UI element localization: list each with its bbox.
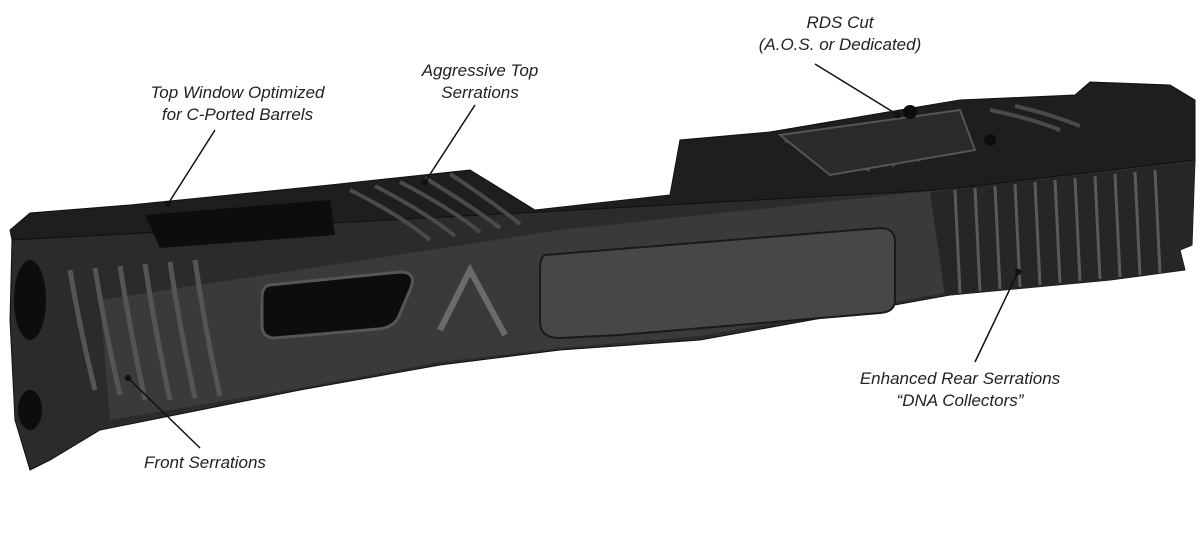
callout-top-window: Top Window Optimized for C-Ported Barrel… (100, 82, 375, 126)
recoil-spring-hole (18, 390, 42, 430)
leader-front-serrations (127, 377, 201, 449)
leader-aggressive-top (424, 104, 476, 183)
leader-rds (814, 63, 899, 116)
triangle-cut (437, 263, 508, 337)
callout-aggressive-top-line1: Aggressive Top (421, 61, 539, 80)
rds-cut-plate (777, 108, 977, 177)
callout-rds-cut-line2: (A.O.S. or Dedicated) (758, 35, 922, 54)
top-window (145, 200, 335, 248)
callout-top-window-line2: for C-Ported Barrels (161, 105, 314, 124)
rds-screw-hole-rear (984, 134, 996, 146)
callout-rear-serrations: Enhanced Rear Serrations “DNA Collectors… (820, 368, 1100, 412)
callout-rds-cut: RDS Cut (A.O.S. or Dedicated) (690, 12, 990, 56)
callout-aggressive-top-line2: Serrations (441, 83, 519, 102)
leader-lines (124, 63, 1022, 449)
leader-top-window (167, 129, 216, 205)
leader-rear-serrations (974, 271, 1019, 363)
callout-front-serrations: Front Serrations (110, 452, 300, 474)
callout-rds-cut-line1: RDS Cut (806, 13, 874, 32)
side-window (260, 270, 414, 340)
pistol-slide (9, 81, 1196, 471)
rds-screw-hole-front (903, 105, 917, 119)
front-serration-ridges (67, 259, 223, 401)
callout-front-serrations-line1: Front Serrations (144, 453, 266, 472)
callout-rear-serrations-line2: “DNA Collectors” (896, 391, 1024, 410)
callout-rear-serrations-line1: Enhanced Rear Serrations (859, 369, 1061, 388)
side-recess-panel (539, 226, 896, 340)
muzzle-bore (14, 260, 46, 340)
callout-top-window-line1: Top Window Optimized (150, 83, 325, 102)
callout-aggressive-top-serrations: Aggressive Top Serrations (340, 60, 620, 104)
